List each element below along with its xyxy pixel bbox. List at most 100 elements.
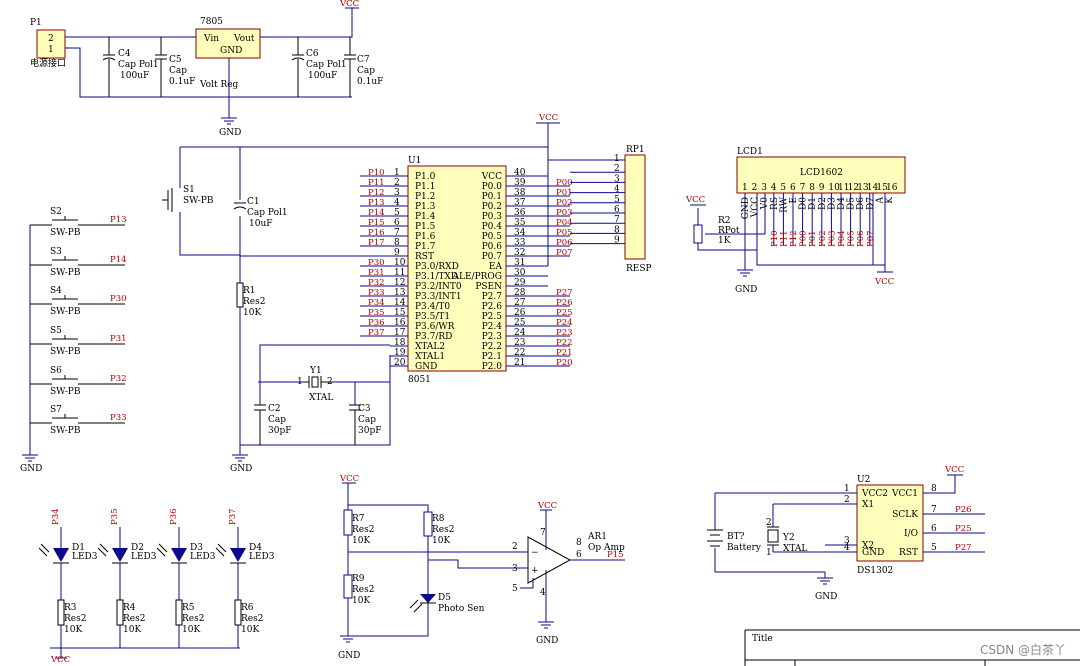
- mcu-pin-name: P2.1: [482, 352, 502, 362]
- led-triangle: [112, 548, 128, 562]
- lcd-pin-name: D2: [818, 197, 828, 210]
- lcd-pin-name: D3: [827, 197, 837, 210]
- lcd-pin-num: 6: [790, 183, 796, 193]
- r9-label: R9: [352, 574, 365, 584]
- s6-type: SW-PB: [50, 387, 81, 397]
- lcd-pin-name: D5: [847, 197, 857, 210]
- mcu-pin-num: 10: [394, 258, 406, 268]
- mcu-pin-num: 9: [394, 248, 400, 258]
- mcu-pin-name: P2.6: [482, 302, 503, 312]
- lcd-pin-name: K: [885, 197, 895, 204]
- r9-type: Res2: [352, 585, 374, 595]
- r8-type: Res2: [432, 525, 454, 535]
- r7-type: Res2: [352, 525, 374, 535]
- led-ref: D3: [190, 543, 203, 553]
- rp1-pin-num: 7: [614, 215, 620, 225]
- lcd-net-label: P00: [799, 230, 809, 247]
- mcu-net-label: P02: [556, 198, 573, 208]
- button-s7[interactable]: S7 SW-PB P33: [30, 405, 127, 436]
- s2-label: S2: [50, 207, 62, 217]
- s1-label: S1: [183, 185, 195, 195]
- mcu-pin-name: P0.2: [482, 202, 502, 212]
- led-net: P37: [228, 508, 238, 525]
- r1-value: 10K: [243, 308, 261, 318]
- lcd-pin-num: 13: [857, 183, 869, 193]
- mcu-pin-num: 28: [514, 288, 526, 298]
- c2-value: 30pF: [268, 426, 291, 436]
- led-r-ref: R5: [182, 603, 195, 613]
- r9-value: 10K: [352, 596, 370, 606]
- r2-label: R2: [718, 216, 731, 226]
- mcu-pin-num: 30: [514, 268, 526, 278]
- reg-vout: Vout: [233, 34, 255, 44]
- s7-label: S7: [50, 405, 62, 415]
- button-s2[interactable]: S2 SW-PB P13: [30, 207, 127, 238]
- ar1-pin8: 8: [576, 538, 582, 548]
- ar1-pin5: 5: [512, 584, 518, 594]
- lcd-pin-num: 7: [800, 183, 806, 193]
- mcu-net-label: P13: [368, 198, 385, 208]
- p1-pin2: 2: [48, 34, 54, 44]
- mcu-pin-name: P1.2: [415, 192, 435, 202]
- led-triangle: [230, 548, 246, 562]
- mcu-pin-name: VCC: [481, 172, 502, 182]
- mcu-pin-num: 27: [514, 298, 526, 308]
- lcd-pin-num: 9: [819, 183, 825, 193]
- led-net: P36: [169, 508, 179, 525]
- ds1302-pin-num: 5: [931, 543, 937, 553]
- leds-vcc-label: VCC: [50, 655, 70, 665]
- c4-type: Cap Pol1: [118, 60, 159, 70]
- lcd-pin-num: 3: [761, 183, 767, 193]
- mcu-net-label: P33: [368, 288, 385, 298]
- mcu-net-label: P31: [368, 268, 385, 278]
- lcd-pin-name: D6: [856, 197, 866, 210]
- lcd-pin-num: 1: [742, 183, 748, 193]
- led-r-type: Res2: [182, 614, 204, 624]
- button-s5[interactable]: S5 SW-PB P31: [30, 326, 127, 357]
- mcu-net-label: P23: [556, 328, 573, 338]
- led-ref: D2: [131, 543, 144, 553]
- r8-label: R8: [432, 514, 445, 524]
- led-r-ref: R3: [64, 603, 77, 613]
- r2-value: 1K: [718, 236, 731, 246]
- power-vcc-label: VCC: [339, 0, 359, 9]
- mcu-pin-num: 34: [514, 228, 526, 238]
- led-r-type: Res2: [241, 614, 263, 624]
- mcu-pin-name: P0.1: [482, 192, 502, 202]
- s5-net: P31: [110, 334, 127, 344]
- mcu-pin-num: 24: [514, 328, 526, 338]
- button-s6[interactable]: S6 SW-PB P32: [30, 366, 127, 397]
- mcu-net-label: P26: [556, 298, 573, 308]
- ds1302-pin-name: RST: [899, 548, 918, 558]
- mcu-pin-num: 35: [514, 218, 526, 228]
- mcu-pin-name: PSEN: [475, 282, 502, 292]
- reg-vin: Vin: [203, 34, 219, 44]
- s7-type: SW-PB: [50, 426, 81, 436]
- mcu-pin-name: P1.1: [415, 182, 435, 192]
- watermark: CSDN @白茶丫: [979, 643, 1066, 657]
- p1-pin1: 1: [48, 45, 54, 55]
- c5-label: C5: [169, 55, 182, 65]
- ds1302-pin-num: 3: [844, 536, 850, 546]
- mcu-ref: U1: [408, 156, 421, 166]
- mcu-pin-num: 20: [394, 358, 406, 368]
- button-s4[interactable]: S4 SW-PB P30: [30, 286, 127, 317]
- ds1302-net: P27: [955, 543, 972, 553]
- y2-type: XTAL: [783, 544, 807, 554]
- mcu-pin-name: EA: [489, 262, 503, 272]
- mcu-pin-name: P2.0: [482, 362, 503, 372]
- mcu-pin-num: 16: [394, 318, 406, 328]
- button-s3[interactable]: S3 SW-PB P14: [30, 247, 127, 278]
- ar1-pin2: 2: [512, 542, 518, 552]
- mcu-pin-num: 31: [514, 258, 525, 268]
- mcu-pin-name: P0.7: [482, 252, 503, 262]
- ds1302-pin-num: 4: [844, 543, 850, 553]
- rtc-ds1302: U2 DS1302 GND VCC BT? Battery Y2 XTAL 2 …: [707, 465, 985, 602]
- mcu-net-label: P36: [368, 318, 385, 328]
- led-ref: D1: [72, 543, 85, 553]
- reg-desc: Volt Reg: [199, 80, 239, 90]
